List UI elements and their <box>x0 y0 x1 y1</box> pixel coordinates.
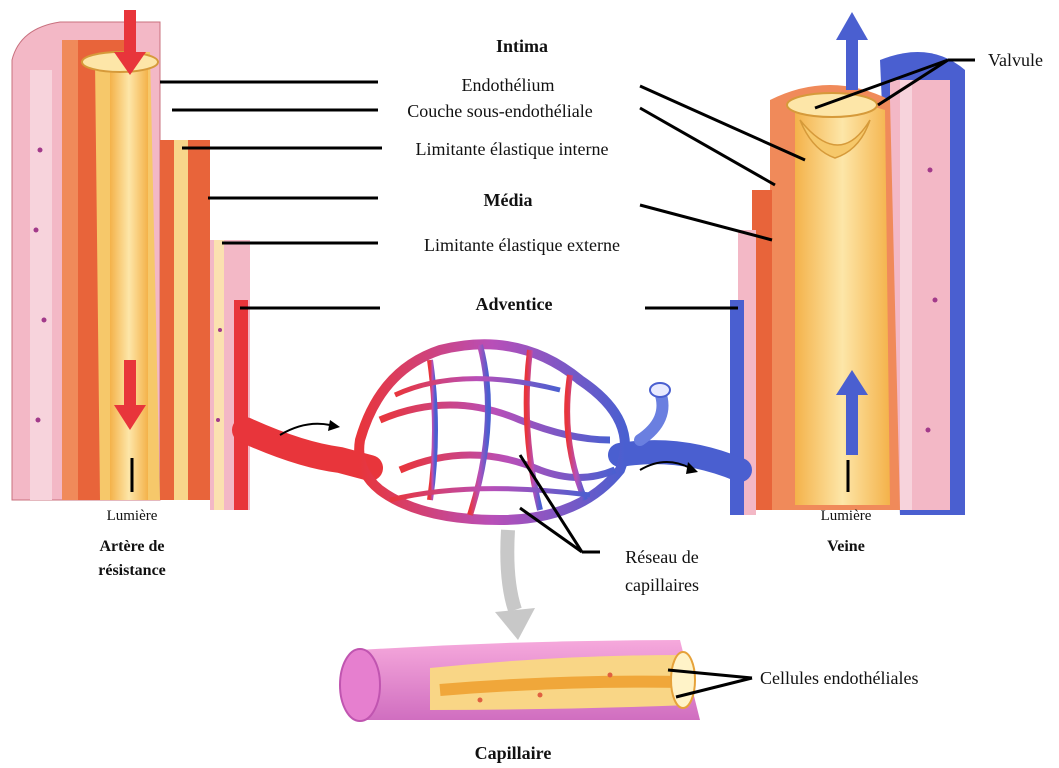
label-adventitia: Adventice <box>476 294 553 314</box>
label-valve: Valvule <box>988 50 1043 70</box>
label-vein: Veine <box>827 538 865 555</box>
label-capillary-network-line1: Réseau de <box>625 547 698 567</box>
leader-subendothelial-right <box>640 108 775 185</box>
zoom-arrow <box>495 530 535 640</box>
vein-illustration <box>730 12 965 515</box>
label-capillary: Capillaire <box>475 743 552 763</box>
artery-illustration <box>12 10 250 510</box>
label-lumen-vein: Lumière <box>821 508 872 524</box>
label-intima: Intima <box>496 36 548 56</box>
label-media: Média <box>484 190 533 210</box>
label-subendothelial: Couche sous-endothéliale <box>407 101 592 121</box>
label-internal-elastic: Limitante élastique interne <box>416 139 609 159</box>
label-capillary-network-line2: capillaires <box>625 575 699 595</box>
label-endothelial-cells: Cellules endothéliales <box>760 668 918 688</box>
label-external-elastic: Limitante élastique externe <box>424 235 620 255</box>
label-endothelium: Endothélium <box>462 75 555 95</box>
label-artery-line2: résistance <box>98 562 166 579</box>
label-lumen-artery: Lumière <box>107 508 158 524</box>
capillary-network <box>245 344 740 520</box>
label-artery-line1: Artère de <box>100 538 165 555</box>
capillary-illustration <box>340 640 700 721</box>
